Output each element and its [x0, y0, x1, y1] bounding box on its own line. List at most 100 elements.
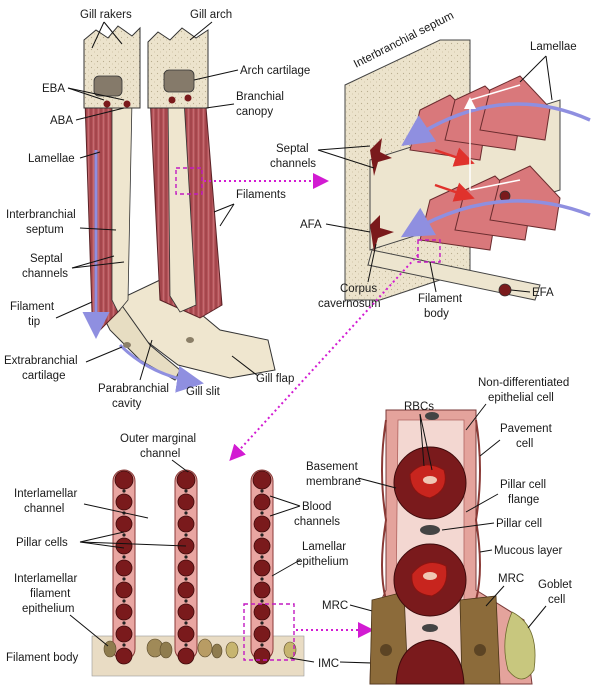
label-filament-body-3d-1: Filament	[418, 293, 463, 305]
extrabranchial-cartilage-left	[123, 342, 131, 348]
label-interlamellar-channel-1: Interlamellar	[14, 488, 77, 500]
blood-channel	[115, 537, 133, 555]
label-pavement-2: cell	[516, 438, 533, 450]
pillar-cell	[260, 511, 264, 515]
gill-arch-labels: Gill rakers Gill arch EBA ABA Arch carti…	[4, 9, 310, 410]
septal-channel-upper	[370, 138, 392, 176]
label-efa: EFA	[532, 287, 554, 299]
blood-channel	[115, 647, 133, 665]
blood-channel	[253, 581, 271, 599]
lamella-column	[174, 469, 198, 665]
blood-flow-arrow-2	[434, 182, 475, 202]
label-filament-tip-2: tip	[28, 316, 40, 328]
blood-channel	[177, 581, 195, 599]
label-lamellar-epithelium-2: epithelium	[296, 556, 348, 568]
blood-channel	[115, 603, 133, 621]
blood-channel	[177, 625, 195, 643]
label-septal-channels-left-1: Septal	[30, 253, 63, 265]
pillar-cell	[184, 555, 188, 559]
label-filament-body-3d-2: body	[424, 308, 449, 320]
lamella-column	[250, 469, 274, 665]
label-branchial-canopy-1: Branchial	[236, 91, 284, 103]
rbc-nucleus-1	[423, 476, 437, 484]
label-goblet-2: cell	[548, 594, 565, 606]
blood-channel	[177, 603, 195, 621]
label-aba: ABA	[50, 115, 73, 127]
label-basement-membrane-2: membrane	[306, 476, 361, 488]
label-filament-body-bottom: Filament body	[6, 652, 78, 664]
blood-channel	[253, 493, 271, 511]
right-arch-top	[147, 27, 209, 109]
lamella-column	[112, 469, 136, 665]
label-non-diff-1: Non-differentiated	[478, 377, 569, 389]
blood-channel	[253, 559, 271, 577]
blood-channel	[115, 581, 133, 599]
filament-3d-panel	[344, 39, 591, 301]
label-pavement-1: Pavement	[500, 423, 553, 435]
label-extrabranchial-1: Extrabranchial	[4, 355, 78, 367]
pillar-cell	[260, 599, 264, 603]
left-arch-cartilage	[93, 75, 123, 97]
label-interbranchial-septum-2: septum	[26, 224, 64, 236]
lamella-detail-labels: RBCs Non-differentiated epithelial cell …	[306, 377, 573, 629]
label-blood-channels-1: Blood	[302, 501, 331, 513]
label-arch-cartilage: Arch cartilage	[240, 65, 310, 77]
label-mucous-layer: Mucous layer	[494, 545, 563, 557]
rbc-nucleus-2	[423, 572, 437, 580]
blood-channel	[115, 493, 133, 511]
lamellae-section-labels: Outer marginal channel Interlamellar cha…	[6, 433, 405, 670]
blood-channel	[177, 515, 195, 533]
pillar-cell	[184, 577, 188, 581]
filament-zoom-box	[175, 167, 203, 195]
pillar-cell	[260, 621, 264, 625]
label-mrc-left: MRC	[322, 600, 348, 612]
lamellae-section-panel	[91, 469, 305, 677]
pillar-cell	[184, 489, 188, 493]
pillar-cell	[122, 577, 126, 581]
non-diff-cell	[425, 412, 439, 420]
blood-channel	[253, 537, 271, 555]
label-goblet-1: Goblet	[538, 579, 573, 591]
pavement-cells-left	[381, 419, 481, 601]
lamella-zoom-box	[417, 239, 441, 263]
label-extrabranchial-2: cartilage	[22, 370, 65, 382]
water-flow-arrow-upper	[401, 102, 591, 146]
pillar-cell	[260, 489, 264, 493]
efa-vessel	[498, 283, 512, 297]
blood-channel	[253, 515, 271, 533]
pillar-cell	[260, 643, 264, 647]
label-parabranchial-2: cavity	[112, 398, 142, 410]
afa-vessel	[370, 215, 394, 252]
pillar-cell-1	[420, 525, 440, 535]
pillar-cell	[184, 511, 188, 515]
outer-marginal-channel	[176, 470, 196, 490]
pillar-cell	[122, 533, 126, 537]
label-mrc-right: MRC	[498, 573, 524, 585]
blood-channel	[115, 559, 133, 577]
pillar-cell	[122, 643, 126, 647]
label-parabranchial-1: Parabranchial	[98, 383, 169, 395]
white-axis-horizontal	[469, 179, 521, 191]
outer-marginal-channel	[252, 470, 272, 490]
pillar-cell	[184, 621, 188, 625]
label-outer-marginal-2: channel	[140, 448, 180, 460]
label-outer-marginal-1: Outer marginal	[120, 433, 196, 445]
label-interbranchial-septum-1: Interbranchial	[6, 209, 76, 221]
extrabranchial-cartilage-right	[186, 337, 194, 343]
label-gill-arch: Gill arch	[190, 9, 232, 21]
label-corpus-1: Corpus	[340, 283, 377, 295]
label-gill-slit: Gill slit	[186, 386, 221, 398]
water-flow-arrow-lower	[400, 199, 591, 238]
blood-channel	[177, 647, 195, 665]
label-interlamellar-fe-1: Interlamellar	[14, 573, 77, 585]
pillar-cell	[260, 555, 264, 559]
label-afa: AFA	[300, 219, 322, 231]
label-septal-channels-right-2: channels	[270, 158, 316, 170]
pillar-cell	[184, 599, 188, 603]
left-septum	[111, 99, 133, 313]
label-filaments: Filaments	[236, 189, 286, 201]
mrc-right-cell	[459, 595, 501, 685]
label-gill-rakers: Gill rakers	[80, 9, 132, 21]
right-aba-vessel	[184, 94, 192, 102]
